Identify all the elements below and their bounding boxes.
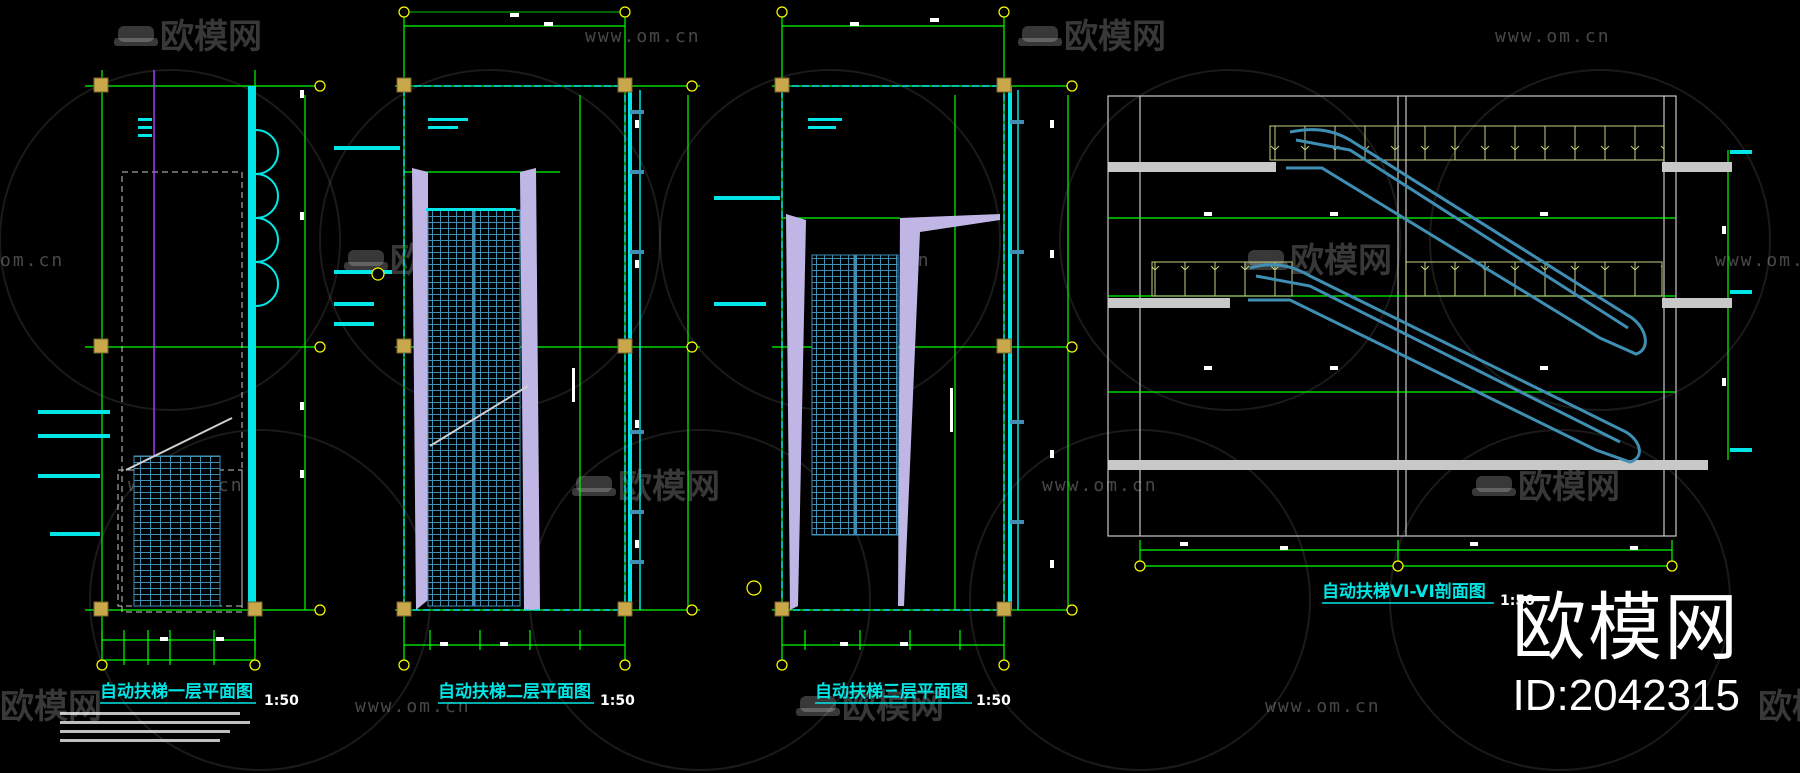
plan-floor-1: 自动扶梯一层平面图 1:50 xyxy=(38,70,326,742)
grid-markers xyxy=(1134,560,1678,572)
drawing-scale: 1:50 xyxy=(264,693,299,709)
dimension-ticks xyxy=(160,90,304,641)
wall-fill xyxy=(412,168,428,610)
escalator-steps xyxy=(133,455,221,607)
drawing-scale: 1:50 xyxy=(1500,593,1535,609)
columns xyxy=(774,77,1012,617)
drawing-title: 自动扶梯二层平面图 xyxy=(438,681,591,702)
dimension-tags xyxy=(334,118,516,326)
drawing-scale: 1:50 xyxy=(600,693,635,709)
wall-ribs xyxy=(630,110,644,564)
dimension-bar xyxy=(572,368,575,402)
guardrail-middle xyxy=(1151,261,1293,297)
watermark-brand: 欧模网 xyxy=(1064,17,1166,57)
cut-line xyxy=(429,385,529,447)
dimension-ticks xyxy=(840,18,1054,646)
grid-markers xyxy=(371,6,698,671)
guardrail-upper xyxy=(1269,125,1665,161)
wall-ribs xyxy=(1010,120,1024,524)
section-vi-vi: 自动扶梯VI-VI剖面图 1:50 xyxy=(1107,95,1752,609)
watermark-brand: 欧模网 xyxy=(842,687,944,727)
plan-floor-2: 自动扶梯二层平面图 1:50 xyxy=(334,6,700,709)
columns xyxy=(396,77,633,617)
drawing-title: 自动扶梯三层平面图 xyxy=(815,681,968,702)
watermark-url: www.om.cn xyxy=(1265,696,1381,717)
watermark-brand: 欧模网 xyxy=(618,467,720,507)
notes-block xyxy=(60,712,250,742)
watermark-url-partial: om.cn xyxy=(0,250,64,271)
watermark-id-label: ID:2042315 xyxy=(1512,671,1740,720)
dimension-ticks xyxy=(440,13,639,646)
drawing-scale: 1:50 xyxy=(976,693,1011,709)
grid-markers xyxy=(96,80,326,671)
watermark-url: www.om.cn xyxy=(585,26,701,47)
drawing-title: 自动扶梯VI-VI剖面图 xyxy=(1322,581,1486,602)
level-tags xyxy=(1730,150,1752,452)
wall-right xyxy=(248,86,279,610)
dimension-tags xyxy=(38,118,152,536)
watermark-brand: 欧模网 xyxy=(0,687,102,727)
watermark-brand-large: 欧模网 xyxy=(1512,585,1740,671)
drawing-title: 自动扶梯一层平面图 xyxy=(100,681,253,702)
dimension-tags xyxy=(714,118,842,306)
watermark-brand: 欧模网 xyxy=(160,17,262,57)
wall-fill xyxy=(786,214,806,610)
escalator-truss xyxy=(1248,128,1647,464)
columns xyxy=(93,77,263,617)
watermark-url: www.om.cn xyxy=(355,696,471,717)
dimension-ticks xyxy=(1180,212,1726,550)
cut-line xyxy=(125,417,233,471)
watermark-brand: 欧模网 xyxy=(1758,687,1800,727)
wall-fill xyxy=(898,214,1000,606)
watermark-url: www.om.cn xyxy=(1042,475,1158,496)
grid-markers xyxy=(746,6,1078,671)
plan-floor-3: 自动扶梯三层平面图 1:50 xyxy=(714,6,1078,709)
watermark-url: www.om.cn xyxy=(1715,250,1800,271)
watermark-brand: 欧模网 xyxy=(1518,467,1620,507)
wall-fill xyxy=(520,168,540,610)
dimension-bar xyxy=(950,388,953,432)
floor-slabs xyxy=(1108,162,1732,470)
watermark-url: www.om.cn xyxy=(1495,26,1611,47)
